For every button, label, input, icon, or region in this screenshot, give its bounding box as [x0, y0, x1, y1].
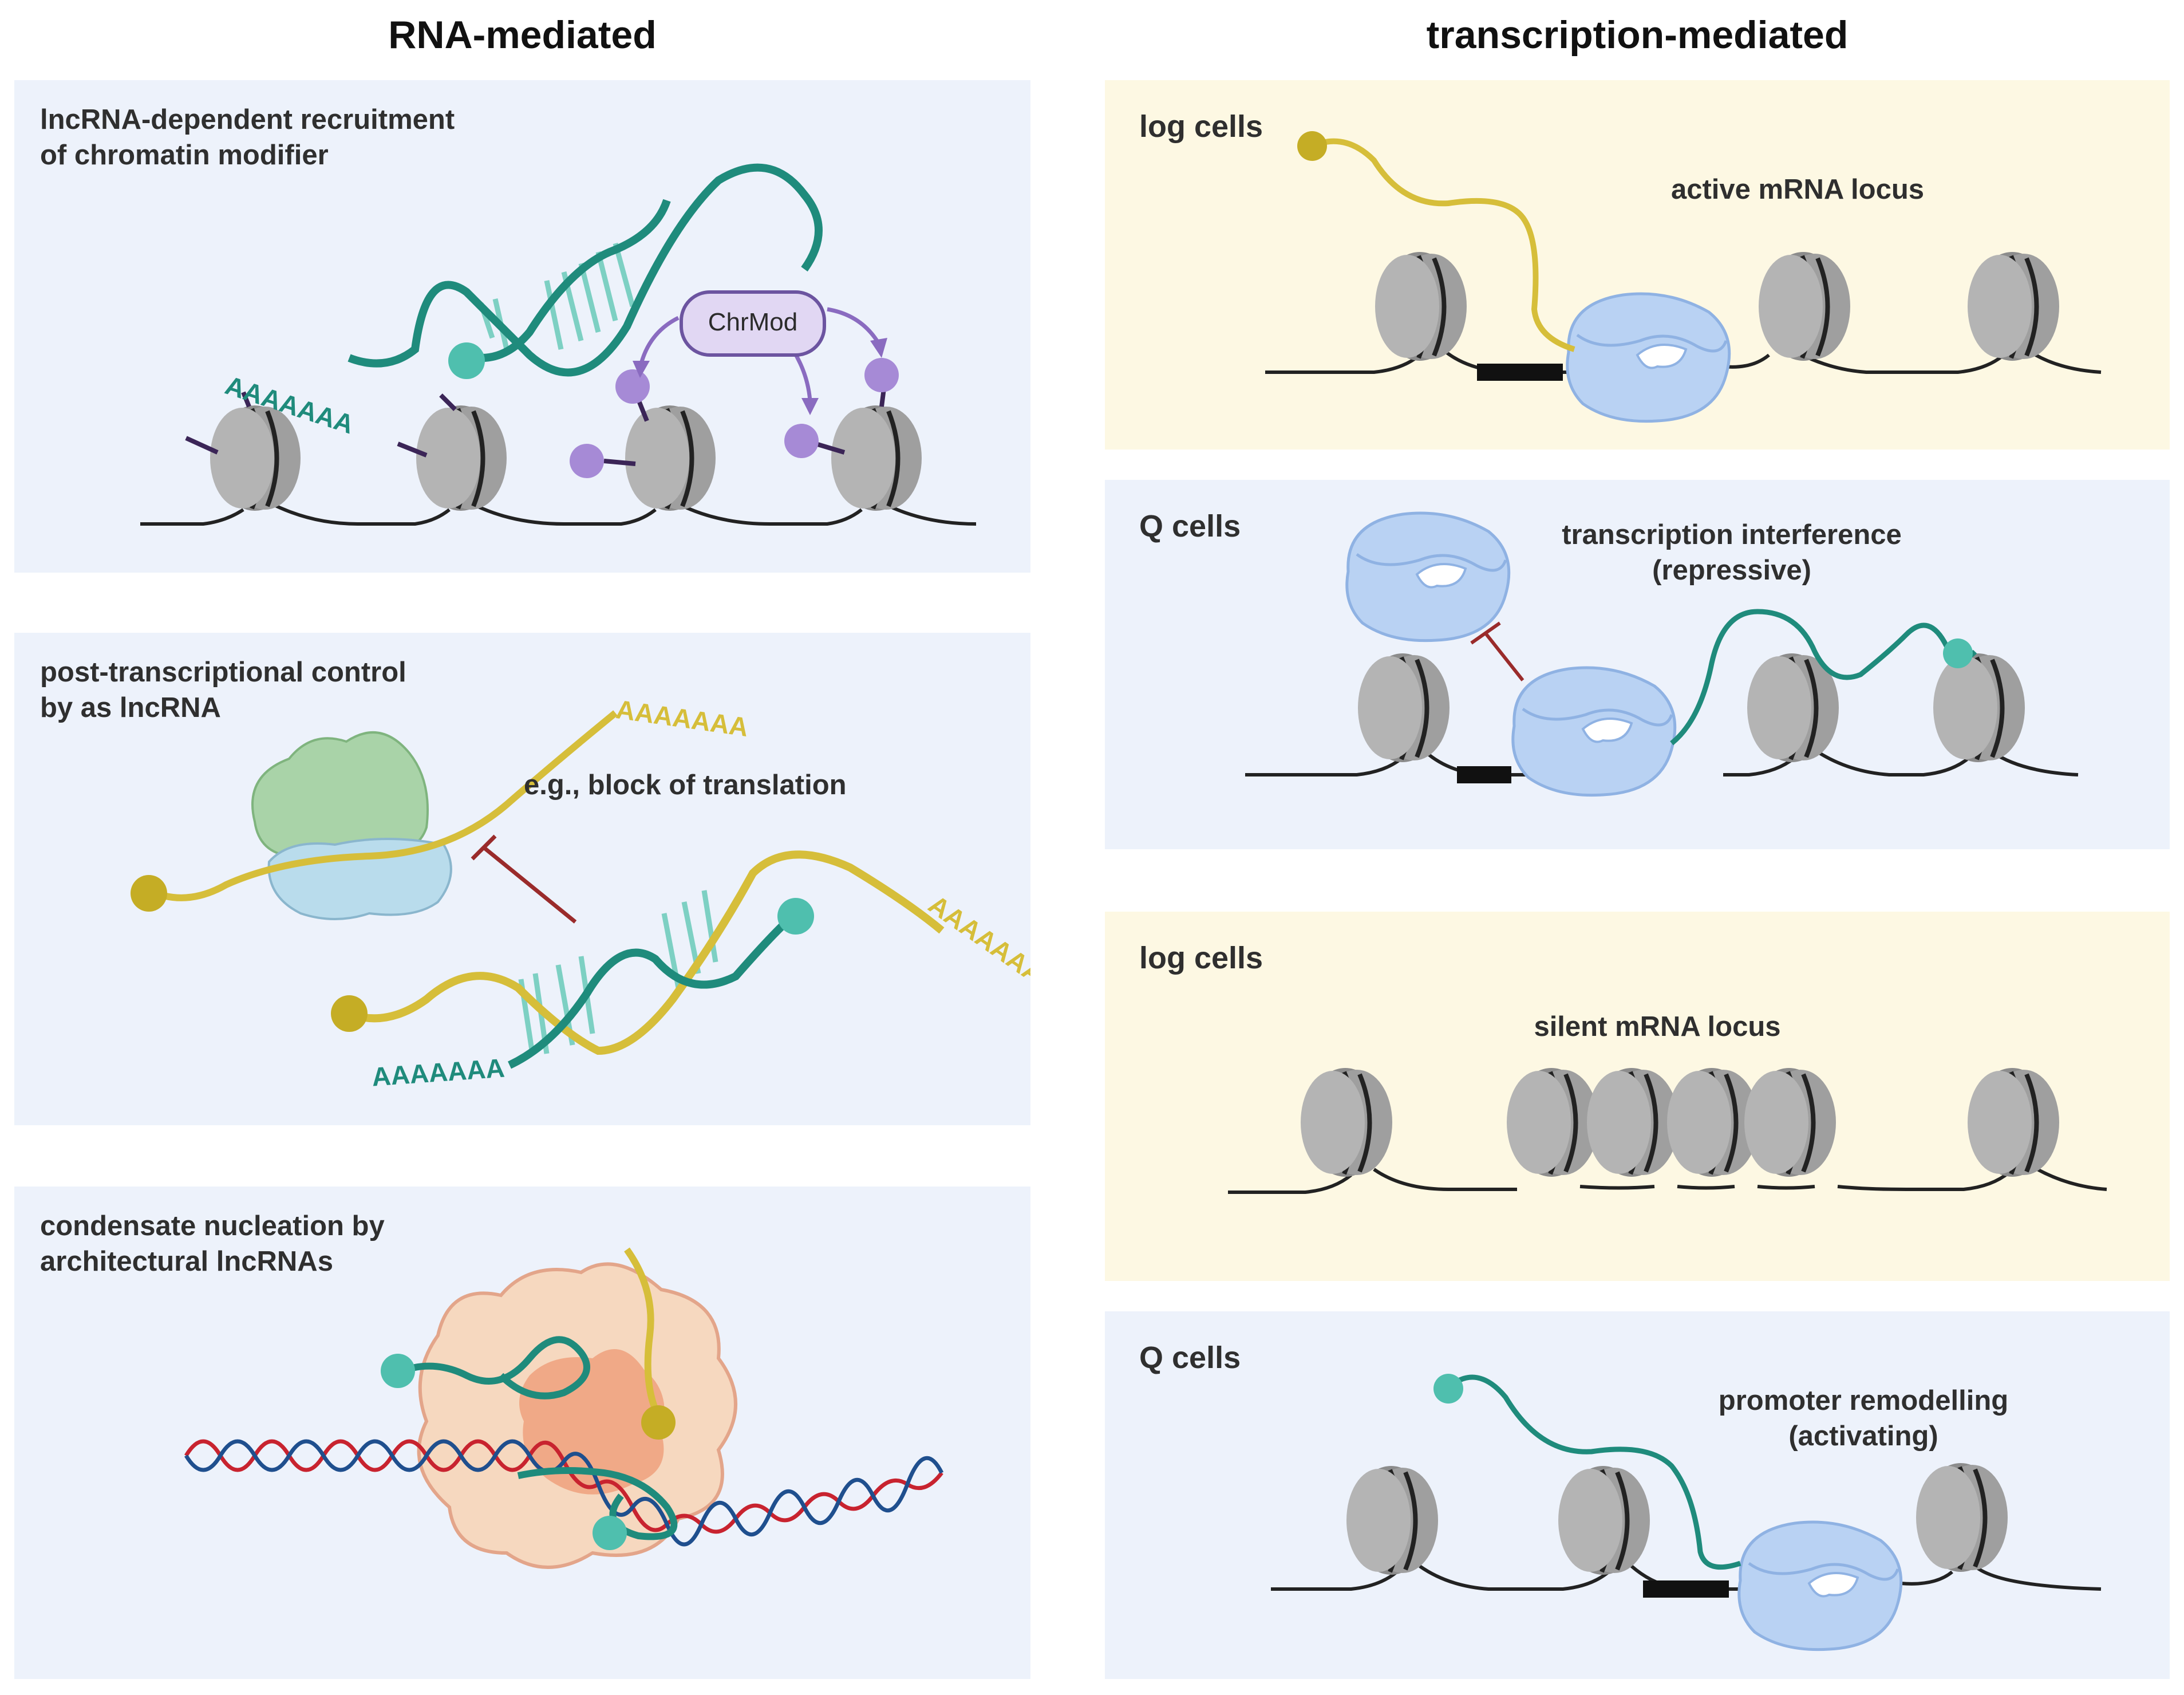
rna-cap-icon — [1943, 638, 1973, 668]
rna-cap-icon — [331, 995, 368, 1032]
panel-promoter-remodelling: Q cells promoter remodelling (activating… — [1105, 1311, 2170, 1679]
promoter-element — [1643, 1580, 1729, 1598]
nucleosome-icon — [1558, 1466, 1650, 1575]
translation-block-diagram: AAAAAAA AAAAAAA AAAAAAA — [131, 694, 1030, 1092]
nucleosome-icon — [831, 405, 922, 511]
left-column-title: RNA-mediated — [388, 13, 657, 57]
nucleosome-icon — [625, 405, 716, 511]
rna-polymerase-icon — [1739, 1522, 1901, 1650]
panel-post-transcriptional-control: post-transcriptional control by as lncRN… — [14, 633, 1030, 1125]
rna-cap-icon — [777, 898, 814, 935]
panel-condensate-nucleation: condensate nucleation by architectural l… — [14, 1186, 1030, 1679]
nucleosome-icon — [1759, 252, 1850, 361]
locus-caption: silent mRNA locus — [1534, 1011, 1781, 1042]
nucleosome-icon — [1301, 1068, 1392, 1177]
rna-cap-icon — [448, 342, 485, 379]
silent-locus-diagram — [1228, 912, 2107, 1194]
right-column-title: transcription-mediated — [1426, 13, 1849, 57]
panel-title: post-transcriptional control by as lncRN… — [40, 657, 406, 723]
svg-text:AAAAAAA: AAAAAAA — [923, 889, 1030, 990]
rna-polymerase-icon — [1567, 294, 1729, 421]
chrmod-shape — [680, 290, 826, 357]
cell-state-label: log cells — [1139, 941, 1263, 975]
rna-cap-icon — [1297, 131, 1327, 161]
condensate-core — [519, 1349, 665, 1495]
svg-text:AAAAAAA: AAAAAAA — [614, 694, 751, 742]
panel-silent-mrna-locus: log cells silent mRNA locus — [1105, 912, 2170, 1281]
promoter-remodelling-diagram — [1271, 1374, 2102, 1679]
mechanism-caption: transcription interference (repressive) — [1562, 519, 1902, 586]
cell-state-label: log cells — [1139, 109, 1263, 144]
nucleosome-icon — [1507, 1068, 1598, 1177]
chromatin-modifier-diagram: AAAAAAA ChrMod — [140, 163, 977, 526]
rna-polymerase-icon — [1513, 668, 1675, 795]
cell-state-label: Q cells — [1139, 1341, 1241, 1375]
displaced-polymerase-icon — [1347, 513, 1509, 641]
locus-caption: active mRNA locus — [1670, 174, 1925, 205]
promoter-element — [1457, 766, 1511, 783]
mechanism-caption: promoter remodelling (activating) — [1718, 1385, 2009, 1452]
active-locus-diagram — [1265, 131, 2102, 450]
rna-cap-icon — [593, 1516, 627, 1550]
rna-cap-icon — [1433, 1374, 1463, 1404]
interference-diagram — [1245, 480, 2079, 849]
nucleosome-icon — [1346, 1466, 1438, 1575]
promoter-element — [1477, 364, 1563, 381]
nucleosome-icon — [1933, 653, 2025, 762]
methyl-mark-icon — [570, 358, 899, 478]
inhibition-arrow — [1484, 632, 1525, 681]
panel-transcription-interference: Q cells transcription interference (repr… — [1105, 480, 2170, 849]
rna-cap-icon — [381, 1354, 415, 1388]
rna-cap-icon — [131, 875, 167, 912]
nucleosome-icon — [210, 405, 301, 511]
rna-cap-icon — [641, 1405, 676, 1440]
svg-text:AAAAAAA: AAAAAAA — [371, 1053, 506, 1091]
nucleosome-icon — [1744, 1068, 1836, 1177]
nucleosome-icon — [1375, 252, 1467, 361]
chrmod-label: ChrMod — [708, 308, 798, 336]
inhibition-arrow — [482, 846, 577, 924]
nucleosome-icon — [1358, 653, 1450, 762]
panel-title: condensate nucleation by architectural l… — [40, 1211, 385, 1277]
nucleosome-icon — [1916, 1463, 2008, 1572]
nucleosome-icon — [1968, 252, 2059, 361]
condensate-diagram — [184, 1247, 944, 1569]
nucleosome-icon — [1968, 1068, 2059, 1177]
nucleosome-icon — [416, 405, 507, 511]
panel-title: lncRNA-dependent recruitment of chromati… — [40, 104, 455, 171]
translation-note: e.g., block of translation — [524, 770, 847, 801]
panel-chromatin-modifier-recruitment: lncRNA-dependent recruitment of chromati… — [14, 80, 1030, 573]
cell-state-label: Q cells — [1139, 509, 1241, 543]
panel-active-mrna-locus: log cells active mRNA locus — [1105, 80, 2170, 450]
nucleosome-icon — [1587, 1068, 1679, 1177]
